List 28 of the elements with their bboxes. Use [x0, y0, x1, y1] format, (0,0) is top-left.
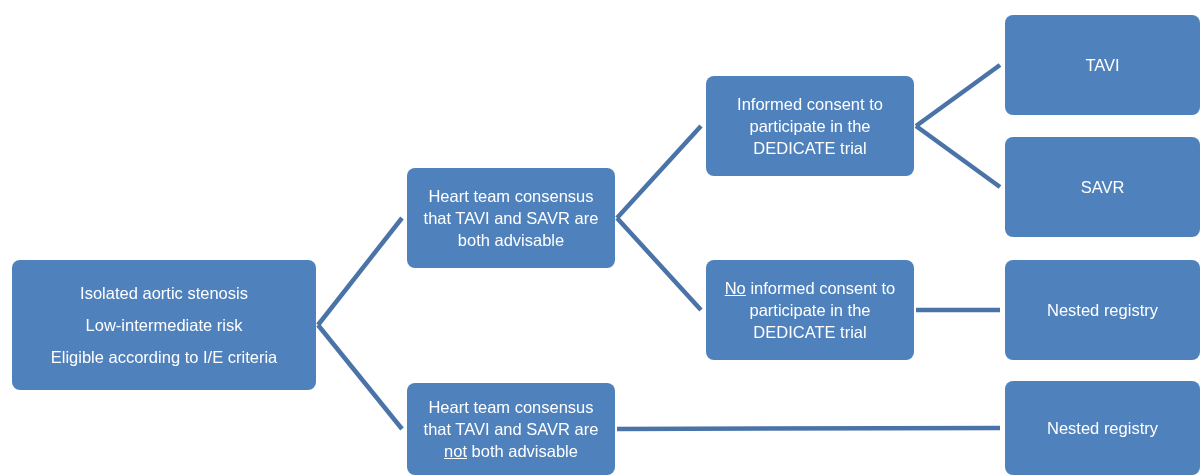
connector-line — [617, 425, 1000, 432]
connector-line — [916, 307, 1000, 313]
process-box — [1005, 15, 1200, 115]
process-box — [407, 168, 615, 268]
connector-line — [914, 124, 1002, 189]
connector-line — [615, 124, 703, 220]
box-text: TAVI — [1085, 54, 1120, 76]
box-text: Informed consent to participate in the DEDICATE trial — [736, 93, 884, 160]
connector-line — [316, 216, 404, 327]
process-box — [1005, 260, 1200, 360]
connector-line — [316, 323, 404, 431]
process-box — [706, 76, 914, 176]
box-text: Isolated aortic stenosis — [80, 282, 248, 304]
connector-line — [914, 63, 1002, 128]
box-text: SAVR — [1080, 176, 1125, 198]
process-box — [1005, 137, 1200, 237]
box-text: Nested registry — [1047, 299, 1158, 321]
process-box — [12, 260, 316, 390]
box-text: Nested registry — [1047, 417, 1158, 439]
process-box — [407, 383, 615, 475]
connector-line — [615, 216, 703, 312]
process-box — [1005, 381, 1200, 475]
box-text: Eligible according to I/E criteria — [50, 347, 278, 369]
box-text: Heart team consensus that TAVI and SAVR are not both advisable — [422, 396, 600, 463]
box-text: Low-intermediate risk — [85, 314, 243, 336]
box-text: No informed consent to participate in the DEDICATE trial — [723, 277, 897, 344]
process-box — [706, 260, 914, 360]
box-text: Heart team consensus that TAVI and SAVR are both advisable — [422, 185, 600, 252]
